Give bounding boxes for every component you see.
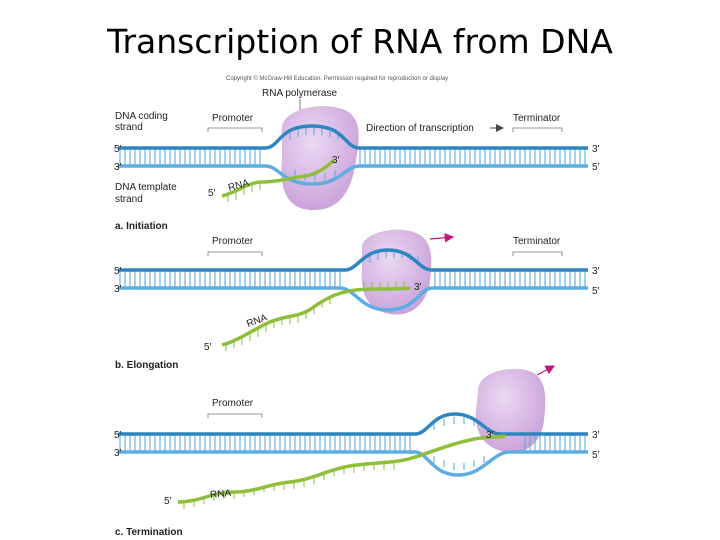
promoter-bracket <box>207 413 263 418</box>
five-prime-coding-left: 5′ <box>114 144 122 155</box>
dna-coding-strand <box>118 248 588 272</box>
rna-bases <box>225 282 405 351</box>
three-prime-coding-right: 3′ <box>592 266 600 277</box>
terminator-bracket <box>512 251 563 256</box>
five-prime-template-right: 5′ <box>592 450 600 461</box>
promoter-label: Promoter <box>212 113 254 124</box>
dna-coding-strand-label-1: DNA coding <box>115 111 168 122</box>
five-prime-rna: 5′ <box>208 188 216 199</box>
dna-coding-strand <box>118 124 588 150</box>
three-prime-template-left: 3′ <box>114 162 122 173</box>
five-prime-coding-left: 5′ <box>114 266 122 277</box>
rna-strand <box>221 286 411 347</box>
rna-label: RNA <box>227 178 251 194</box>
copyright-notice: Copyright © McGraw-Hill Education. Permi… <box>226 75 448 82</box>
dna-template-strand-label-2: strand <box>115 194 143 205</box>
dna-rungs <box>119 251 586 288</box>
three-prime-rna: 3′ <box>414 282 422 293</box>
three-prime-rna: 3′ <box>332 155 340 166</box>
caption-initiation: a. Initiation <box>115 221 168 232</box>
dna-template-strand <box>118 450 588 477</box>
three-prime-coding-right: 3′ <box>592 144 600 155</box>
five-prime-template-right: 5′ <box>592 286 600 297</box>
rna-label: RNA <box>210 488 232 501</box>
five-prime-template-right: 5′ <box>592 162 600 173</box>
dna-coding-strand-label-2: strand <box>115 122 143 133</box>
promoter-bracket <box>207 127 263 132</box>
panel-termination: Promoter 5′ 3′ 3′ 5′ 3′ RNA 5′ c. Termin… <box>114 365 600 538</box>
three-prime-rna: 3′ <box>486 430 494 441</box>
terminator-bracket <box>512 127 563 132</box>
caption-elongation: b. Elongation <box>115 360 178 371</box>
dna-coding-strand <box>118 412 588 436</box>
five-prime-rna: 5′ <box>204 342 212 353</box>
rna-polymerase-label: RNA polymerase <box>262 88 337 99</box>
movement-arrow <box>429 232 455 243</box>
movement-arrow <box>536 365 556 376</box>
rna-strand <box>221 158 336 198</box>
panel-initiation: RNA polymerase DNA coding strand Promote… <box>114 88 600 232</box>
dna-template-strand-label-1: DNA template <box>115 182 177 193</box>
dna-rungs <box>119 128 586 181</box>
five-prime-coding-left: 5′ <box>114 430 122 441</box>
slide-title: Transcription of RNA from DNA <box>107 22 613 61</box>
promoter-label: Promoter <box>212 398 254 409</box>
caption-termination: c. Termination <box>115 527 183 538</box>
rna-polymerase-blob <box>361 229 432 315</box>
promoter-bracket <box>207 251 263 256</box>
panel-elongation: Promoter Terminator 5′ 3′ 3′ 5′ 3′ RNA 5… <box>114 229 600 371</box>
dna-template-strand <box>118 164 588 186</box>
promoter-label: Promoter <box>212 236 254 247</box>
rna-polymerase-blob <box>281 106 359 211</box>
three-prime-coding-right: 3′ <box>592 430 600 441</box>
terminator-label: Terminator <box>513 113 561 124</box>
rna-bases <box>183 463 395 509</box>
five-prime-rna: 5′ <box>164 496 172 507</box>
three-prime-template-left: 3′ <box>114 284 122 295</box>
rna-bases <box>227 183 261 202</box>
three-prime-template-left: 3′ <box>114 448 122 459</box>
terminator-label: Terminator <box>513 236 561 247</box>
direction-label: Direction of transcription <box>366 123 474 134</box>
dna-rungs <box>119 417 586 470</box>
